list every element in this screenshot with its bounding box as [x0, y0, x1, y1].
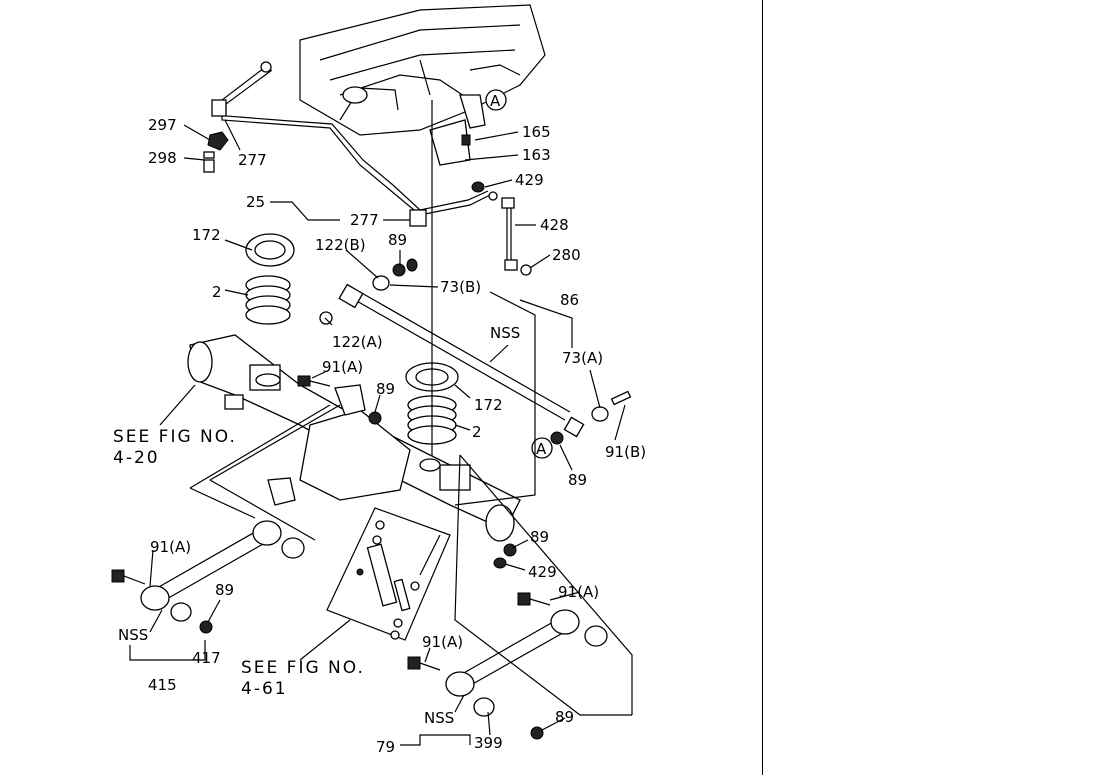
fig-ref-4-20-number: 4-20	[113, 448, 160, 468]
callout-429: 429	[528, 563, 557, 581]
callout-89: 89	[530, 528, 549, 546]
callout-nss: NSS	[118, 626, 148, 644]
callout-91a: 91(A)	[322, 358, 363, 376]
link-428	[506, 205, 512, 262]
callout-298: 298	[148, 149, 177, 167]
callout-172: 172	[474, 396, 503, 414]
callout-nss: NSS	[490, 324, 520, 342]
callout-277: 277	[350, 211, 379, 229]
callout-417: 417	[192, 649, 221, 667]
stabilizer-bushing-right	[409, 209, 427, 227]
page-divider	[762, 0, 763, 775]
fig-ref-4-61-number: 4-61	[241, 679, 288, 699]
coil-spring-right	[405, 100, 459, 470]
callout-297: 297	[148, 116, 177, 134]
marker-a: A	[536, 440, 547, 458]
callout-415: 415	[148, 676, 177, 694]
bushing-73a	[591, 406, 609, 422]
fig-ref-4-61-label: SEE FIG NO.	[241, 658, 365, 678]
callout-277: 277	[238, 151, 267, 169]
callout-163: 163	[522, 146, 551, 164]
callout-122a: 122(A)	[332, 333, 383, 351]
lateral-rod	[354, 299, 566, 421]
callout-73b: 73(B)	[440, 278, 481, 296]
fig-ref-4-20-label: SEE FIG NO.	[113, 427, 237, 447]
bolt-165	[461, 134, 471, 146]
callout-89: 89	[555, 708, 574, 726]
axle-housing	[187, 334, 521, 542]
callout-89: 89	[215, 581, 234, 599]
bolt-91a-top	[297, 375, 311, 387]
callout-89: 89	[376, 380, 395, 398]
callout-25: 25	[246, 193, 265, 211]
marker-a-circle	[485, 89, 507, 111]
nut-429	[471, 181, 485, 193]
callout-nss: NSS	[424, 709, 454, 727]
callout-280: 280	[552, 246, 581, 264]
stabilizer-bushing-left	[211, 99, 227, 117]
callout-91a: 91(A)	[422, 633, 463, 651]
lower-control-arm-right	[407, 592, 608, 740]
bushing-73b	[372, 275, 390, 291]
callout-429: 429	[515, 171, 544, 189]
callout-2: 2	[212, 283, 222, 301]
callout-428: 428	[540, 216, 569, 234]
callout-89: 89	[388, 231, 407, 249]
callout-86: 86	[560, 291, 579, 309]
callout-89: 89	[568, 471, 587, 489]
callout-91b: 91(B)	[605, 443, 646, 461]
callout-165: 165	[522, 123, 551, 141]
coil-spring-left	[245, 233, 295, 325]
callout-122b: 122(B)	[315, 236, 366, 254]
callout-91a: 91(A)	[150, 538, 191, 556]
callout-73a: 73(A)	[562, 349, 603, 367]
callout-79: 79	[376, 738, 395, 756]
bolt-298-shank	[203, 159, 215, 173]
bracket-297	[207, 131, 229, 151]
bolt-298	[203, 151, 215, 159]
callout-2: 2	[472, 423, 482, 441]
lower-control-arm-left	[111, 520, 305, 634]
callout-91a: 91(A)	[558, 583, 599, 601]
marker-a: A	[490, 92, 501, 110]
callout-399: 399	[474, 734, 503, 752]
callout-172: 172	[192, 226, 221, 244]
stabilizer-bar	[211, 61, 491, 227]
marker-a2-circle	[531, 437, 553, 459]
shock-absorber-group	[326, 507, 451, 641]
chassis-frame	[299, 4, 546, 136]
washer-280	[520, 264, 532, 276]
